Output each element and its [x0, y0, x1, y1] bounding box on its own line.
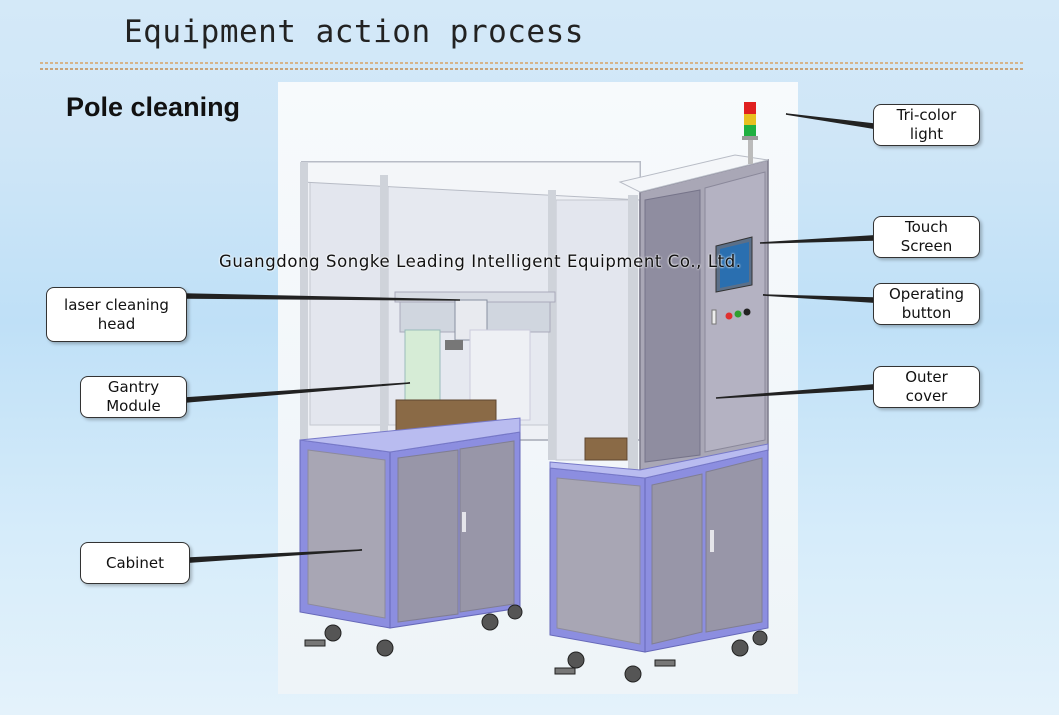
title-divider: [40, 62, 1025, 70]
callout-label: Operating button: [889, 285, 964, 322]
callout-gantry-module: Gantry Module: [80, 376, 187, 418]
left-upper-frame: [300, 161, 641, 470]
company-watermark: Guangdong Songke Leading Intelligent Equ…: [219, 252, 742, 271]
callout-label: Touch Screen: [900, 218, 953, 255]
callout-label: Cabinet: [106, 553, 164, 572]
callout-laser-cleaning-head: laser cleaning head: [46, 287, 187, 342]
leader-tri-color: [785, 113, 874, 129]
casters: [304, 604, 768, 683]
callout-label: laser cleaning head: [64, 295, 169, 333]
leader-cabinet: [189, 549, 363, 563]
callout-label: Tri-color light: [896, 106, 957, 143]
callout-cabinet: Cabinet: [80, 542, 190, 584]
callout-label: Gantry Module: [106, 378, 161, 415]
tri-color-light-graphic: [742, 102, 758, 164]
leader-operating-button: [762, 294, 874, 303]
callout-tri-color-light: Tri-color light: [873, 104, 980, 146]
left-cabinet: [299, 417, 521, 629]
operating-buttons-graphic: [711, 308, 751, 325]
leader-lines: [184, 113, 874, 563]
callout-outer-cover: Outer cover: [873, 366, 980, 408]
leader-touch-screen: [759, 235, 874, 244]
right-cabinet: [549, 443, 769, 653]
callout-touch-screen: Touch Screen: [873, 216, 980, 258]
outer-cover: [618, 154, 769, 471]
callout-label: Outer cover: [905, 368, 948, 405]
workpiece-right: [584, 437, 628, 461]
section-subtitle: Pole cleaning: [66, 92, 241, 122]
callout-operating-button: Operating button: [873, 283, 980, 325]
page-title: Equipment action process: [124, 14, 584, 50]
touch-screen-graphic: [715, 236, 753, 293]
